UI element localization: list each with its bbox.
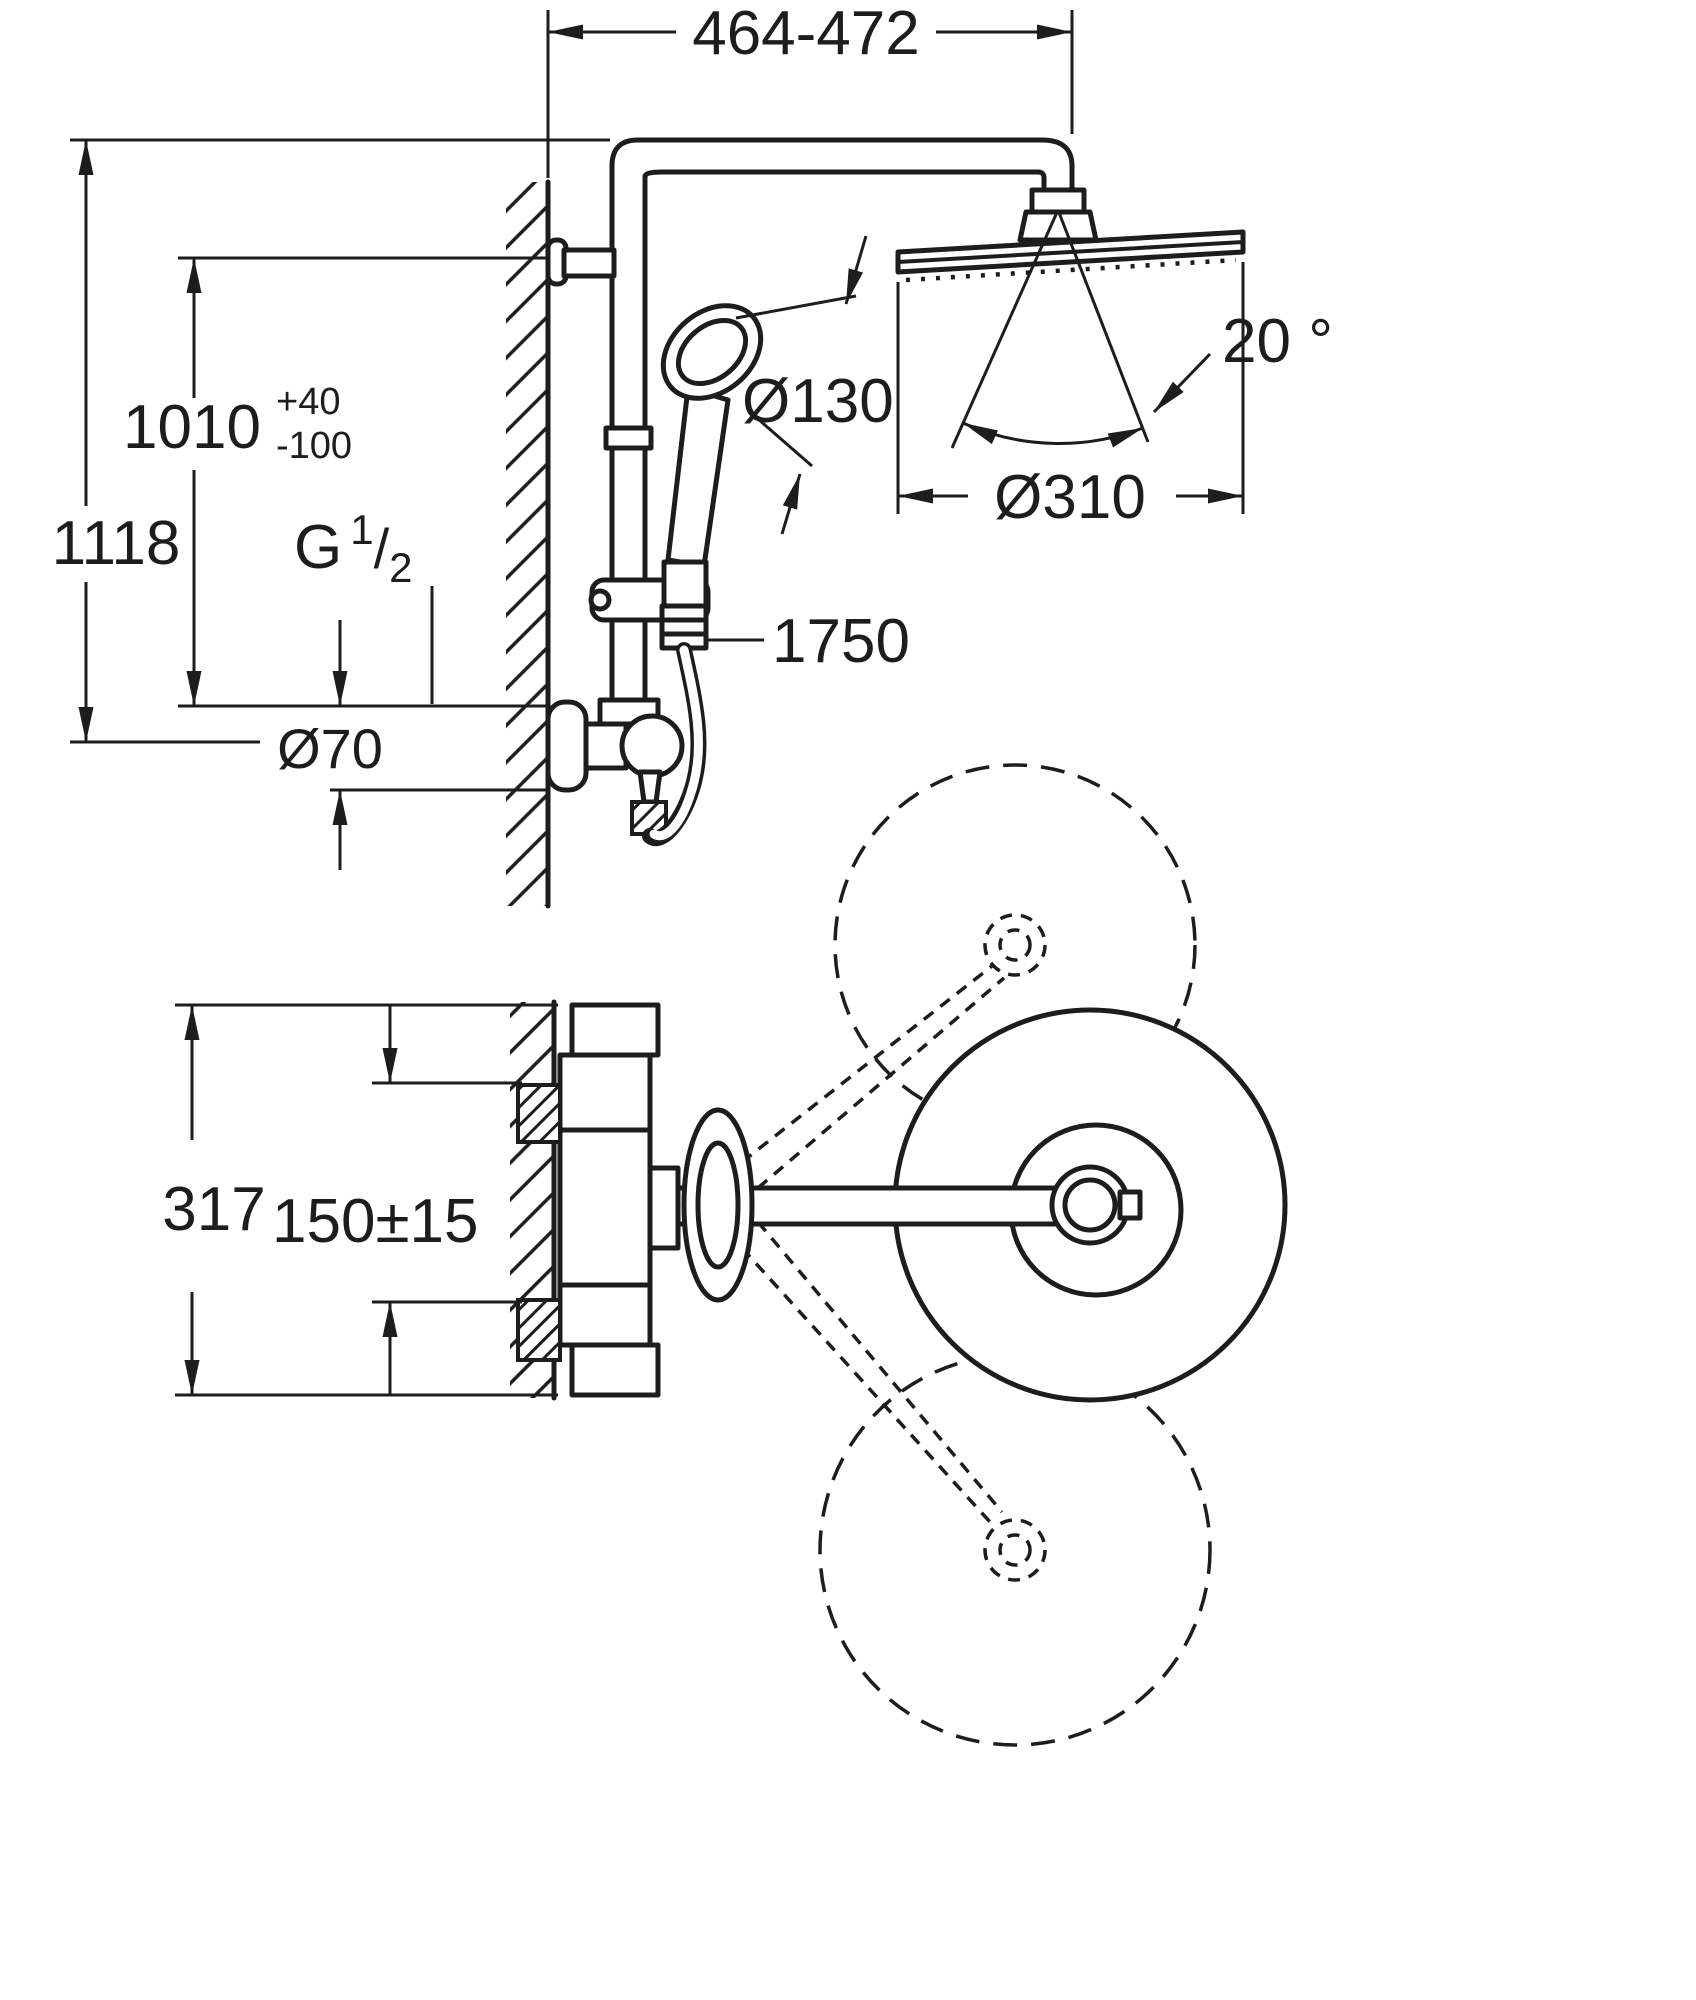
dim-label-height-total: 1118 (52, 509, 181, 578)
rail-collar (603, 425, 654, 451)
arm-escutcheon-inner (695, 1140, 741, 1270)
ghost-hub (998, 1533, 1032, 1567)
ext-line (735, 294, 857, 320)
head-top-view (659, 1007, 1288, 1403)
overhead-shower (895, 187, 1246, 283)
dim-label-tol-plus: +40 (276, 381, 340, 423)
valve-bottom-cap (569, 1342, 661, 1398)
head-rim-line (897, 240, 1244, 264)
dim-label-hose-length: 1750 (772, 607, 910, 676)
dimension-1118: 1118 (52, 138, 610, 744)
thread-slash: / (374, 517, 390, 580)
ghost-arm-line (740, 964, 994, 1164)
ghost-hub (998, 928, 1032, 962)
head-hub-notch (1117, 1189, 1143, 1221)
rail-outer-edge (609, 137, 1075, 713)
head-cone (1017, 209, 1099, 243)
plan-view: 317 150±15 (162, 763, 1288, 1747)
dim-arrow (844, 235, 868, 305)
valve-outlet (637, 769, 663, 805)
shower-hose (642, 642, 707, 846)
valve-escutcheon (545, 699, 589, 793)
wall-bracket-arm (561, 247, 617, 279)
swivel-ghosts (740, 763, 1212, 1747)
valve-handle-ball (619, 713, 685, 779)
rail-inner-edge (642, 169, 1047, 713)
angle-ray (1056, 209, 1150, 443)
ghost-arm-line (756, 976, 1006, 1190)
ghost-hub (983, 913, 1047, 977)
ext-line (749, 410, 813, 468)
valve-top-cap (569, 1002, 661, 1058)
valve-outlet-boss (647, 1165, 681, 1251)
thread-g: G (294, 513, 342, 582)
dimension-150: 150±15 (272, 1005, 522, 1395)
shower-rail (545, 137, 1075, 713)
dimension-464-472: 464-472 (546, 0, 1074, 178)
valve-body (583, 721, 629, 771)
dim-label-height-bracket: 1010 (123, 393, 261, 462)
valve-body-section (516, 1002, 681, 1398)
dimension-d310: Ø310 (896, 262, 1245, 532)
head-ball-joint (1029, 187, 1087, 215)
thread-numerator: 1 (350, 506, 373, 553)
spray-nozzle-dots (905, 257, 1237, 283)
dim-label-supply-distance: 150±15 (272, 1187, 478, 1256)
dim-label-handshower-dia: Ø130 (742, 367, 894, 436)
dimension-d70: Ø70 (277, 620, 546, 870)
dim-label-head-dia: Ø310 (994, 463, 1146, 532)
ghost-hub (983, 1518, 1047, 1582)
hand-shower (659, 303, 764, 651)
hose-core (649, 645, 704, 841)
supply-nipple-lower (516, 1298, 562, 1362)
valve-main-body (557, 1052, 653, 1348)
wall-front (506, 179, 551, 909)
dim-label-tilt-angle: 20 ° (1222, 307, 1333, 376)
dim-label-body-height: 317 (162, 1175, 265, 1244)
supply-nipple-upper (516, 1083, 562, 1144)
head-hub-inner (1062, 1177, 1118, 1233)
angle-ray (950, 209, 1060, 449)
dimension-d130: Ø130 (735, 235, 894, 535)
handshower-handle (665, 385, 731, 569)
angle-20deg: 20 ° (950, 209, 1333, 449)
angle-arc (962, 421, 1144, 448)
dim-label-escutcheon-dia: Ø70 (277, 717, 383, 780)
ghost-arm-line (756, 1220, 1004, 1514)
dimension-1010: 1010 +40 -100 (123, 256, 546, 708)
holder-knob (588, 588, 612, 612)
dimension-317: 317 (162, 1003, 558, 1397)
mixer-valve (545, 697, 685, 836)
dim-label-tol-minus: -100 (276, 425, 352, 467)
ghost-head-lower (818, 1353, 1212, 1747)
handshower-face (675, 317, 749, 387)
leader-line (1152, 352, 1212, 414)
hose-length-callout: 1750 (704, 607, 910, 676)
thread-denominator: 2 (389, 544, 412, 591)
dim-label-top-width: 464-472 (692, 0, 920, 68)
handshower-hose-nut (659, 603, 709, 651)
dim-arrow (780, 473, 802, 535)
wall-hatching (506, 182, 548, 906)
handshower-grip-end (661, 559, 709, 611)
